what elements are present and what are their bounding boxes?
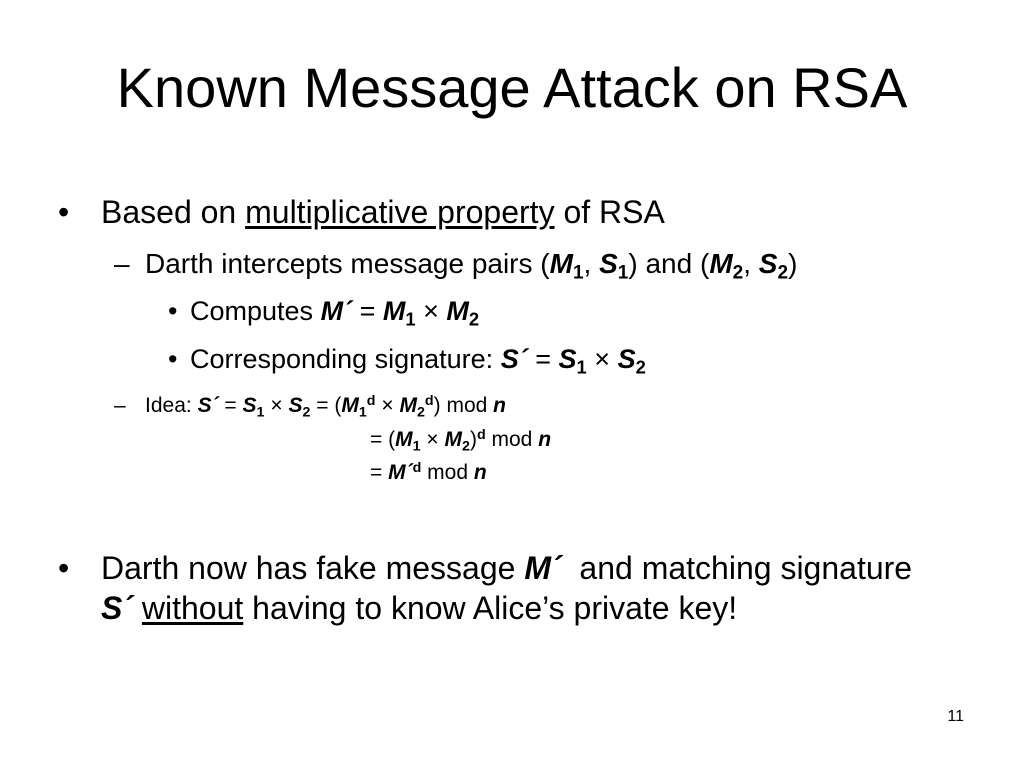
text-without: without — [141, 590, 244, 626]
var-m: M — [341, 394, 359, 417]
subscript-2: 2 — [468, 308, 480, 330]
prime-mark: ´ — [122, 590, 133, 626]
text-computes: Computes — [190, 296, 314, 326]
var-n: n — [538, 428, 552, 451]
var-n: n — [493, 394, 506, 417]
page-number: 11 — [947, 708, 964, 725]
bullet-multiplicative-property: Based on multiplicative property of RSA — [101, 194, 665, 231]
bullet-darth-fake-message-line-1: Darth now has fake message M´ and matchi… — [101, 550, 912, 587]
subscript-1: 1 — [576, 356, 587, 378]
var-m: M — [399, 394, 417, 417]
equals-sign: = — [224, 394, 237, 417]
close-paren: ) — [433, 394, 441, 417]
superscript-d: d — [424, 392, 434, 409]
text-having-to-know: having to know Alice’s private key! — [252, 590, 738, 626]
close-paren: ) — [788, 248, 798, 279]
var-m: M — [388, 461, 406, 484]
var-s: S — [617, 344, 636, 374]
prime-mark: ´ — [343, 296, 353, 326]
var-m: M — [709, 248, 733, 279]
text-based-on: Based on — [101, 194, 237, 230]
var-s: S — [242, 394, 257, 417]
prime-mark: ´ — [550, 550, 562, 586]
text-darth-now-has: Darth now has fake message — [101, 550, 516, 586]
equals-sign: = — [370, 428, 383, 451]
var-m: M — [524, 550, 551, 586]
open-paren: ( — [388, 428, 396, 451]
var-n: n — [473, 461, 487, 484]
bullet-marker: • — [168, 296, 178, 326]
superscript-d: d — [476, 426, 486, 443]
dash-marker: – — [114, 248, 130, 279]
var-s: S — [101, 590, 123, 626]
subbullet-corresponding-signature: Corresponding signature: S´ = S1 × S2 — [190, 344, 646, 378]
superscript-d: d — [366, 392, 376, 409]
var-s: S — [599, 248, 618, 279]
var-m: M — [382, 296, 406, 326]
text-mod: mod — [427, 461, 469, 484]
close-paren: ) — [469, 428, 477, 451]
times-sign: × — [594, 344, 611, 374]
subscript-2: 2 — [462, 438, 470, 455]
equals-sign: = — [535, 344, 552, 374]
prime-mark: ´ — [405, 461, 413, 484]
subbullet-computes: Computes M´ = M1 × M2 — [190, 296, 480, 330]
text-and-matching: and matching signature — [579, 550, 913, 586]
times-sign: × — [423, 296, 439, 326]
text-mod: mod — [446, 394, 488, 417]
bullet-marker: • — [168, 344, 178, 374]
equals-sign: = — [370, 461, 383, 484]
subscript-1: 1 — [358, 404, 367, 421]
var-m: M — [444, 428, 463, 451]
subscript-1: 1 — [256, 404, 265, 421]
equals-sign: = — [359, 296, 376, 326]
text-corresponding-signature: Corresponding signature: — [190, 344, 494, 374]
text-of-rsa: of RSA — [563, 194, 665, 230]
subscript-2: 2 — [732, 262, 744, 284]
var-s: S — [197, 394, 212, 417]
bullet-marker: • — [58, 550, 70, 586]
subscript-1: 1 — [617, 262, 629, 284]
text-idea: Idea: — [145, 394, 192, 417]
idea-line-3: = M´d mod n — [370, 461, 487, 485]
subscript-1: 1 — [572, 262, 584, 284]
equals-sign: = — [316, 394, 329, 417]
times-sign: × — [426, 428, 439, 451]
link-multiplicative-property: multiplicative property — [245, 194, 555, 230]
subscript-2: 2 — [635, 356, 646, 378]
open-paren: ( — [334, 394, 342, 417]
subscript-1: 1 — [412, 438, 421, 455]
subscript-2: 2 — [416, 404, 425, 421]
text-and: ) and ( — [628, 248, 710, 279]
var-s: S — [500, 344, 519, 374]
idea-line-2: = (M1 × M2)d mod n — [370, 426, 552, 455]
bullet-darth-fake-message-line-2: S´ without having to know Alice’s privat… — [101, 590, 737, 627]
superscript-d: d — [412, 459, 422, 476]
times-sign: × — [270, 394, 283, 417]
slide-title: Known Message Attack on RSA — [116, 56, 908, 119]
bullet-marker: • — [58, 194, 70, 230]
subscript-2: 2 — [302, 404, 311, 421]
prime-mark: ´ — [211, 394, 219, 417]
var-s: S — [288, 394, 303, 417]
subbullet-darth-intercepts: Darth intercepts message pairs (M1, S1) … — [145, 248, 798, 283]
text-mod: mod — [491, 428, 533, 451]
var-s: S — [758, 248, 778, 279]
idea-line-1: Idea: S´ = S1 × S2 = (M1d × M2d) mod n — [145, 392, 506, 421]
var-m: M — [549, 248, 573, 279]
comma: , — [743, 248, 752, 279]
var-m: M — [446, 296, 469, 326]
subscript-2: 2 — [777, 262, 789, 284]
comma: , — [583, 248, 592, 279]
text-darth-intercepts: Darth intercepts message pairs ( — [145, 248, 550, 279]
var-s: S — [558, 344, 577, 374]
subscript-1: 1 — [405, 308, 416, 330]
var-m: M — [395, 428, 413, 451]
prime-mark: ´ — [518, 344, 528, 374]
times-sign: × — [381, 394, 394, 417]
var-m: M — [320, 296, 344, 326]
dash-marker: – — [114, 394, 126, 417]
